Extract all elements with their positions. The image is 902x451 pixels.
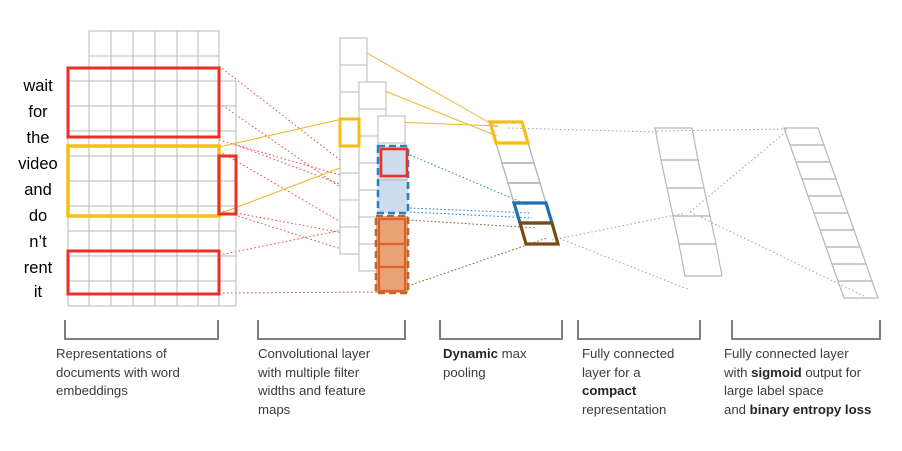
blue-feature-block [376,144,410,215]
word-label: rent [24,259,53,277]
word-label: video [18,155,57,173]
pool-cell-yellow [487,120,531,145]
word-label: n’t [29,233,47,251]
word-label: it [34,283,43,301]
pool-cell-brown [517,221,561,246]
blue-block-top-cell [379,147,409,178]
connector-lines [218,39,865,297]
word-label: for [28,103,48,121]
word-label: wait [22,77,53,95]
yellow-activation-cell [338,117,361,148]
word-label-list: wait for the video and do n’t rent it [18,77,57,301]
dynamic-max-pooling-column [487,120,561,246]
fully-connected-sigmoid-output-layer [783,127,879,299]
word-label: and [24,181,52,199]
bracket-fc-compact [577,320,701,340]
bracket-convolutional [257,320,406,340]
word-embedding-matrix [67,30,237,307]
pool-cell-blue [511,201,555,225]
caption-brackets [64,320,881,340]
orange-feature-block [374,214,410,295]
bracket-representations [64,320,219,340]
red-filter-narrow [217,154,238,216]
word-label: the [27,129,50,147]
fully-connected-compact-layer [654,127,723,277]
red-filter-bottom [66,249,221,296]
red-filter-top [66,66,221,139]
word-label: do [29,207,47,225]
bracket-fc-sigmoid [731,320,881,340]
filter-windows [66,66,238,296]
bracket-dynamic-pooling [439,320,563,340]
